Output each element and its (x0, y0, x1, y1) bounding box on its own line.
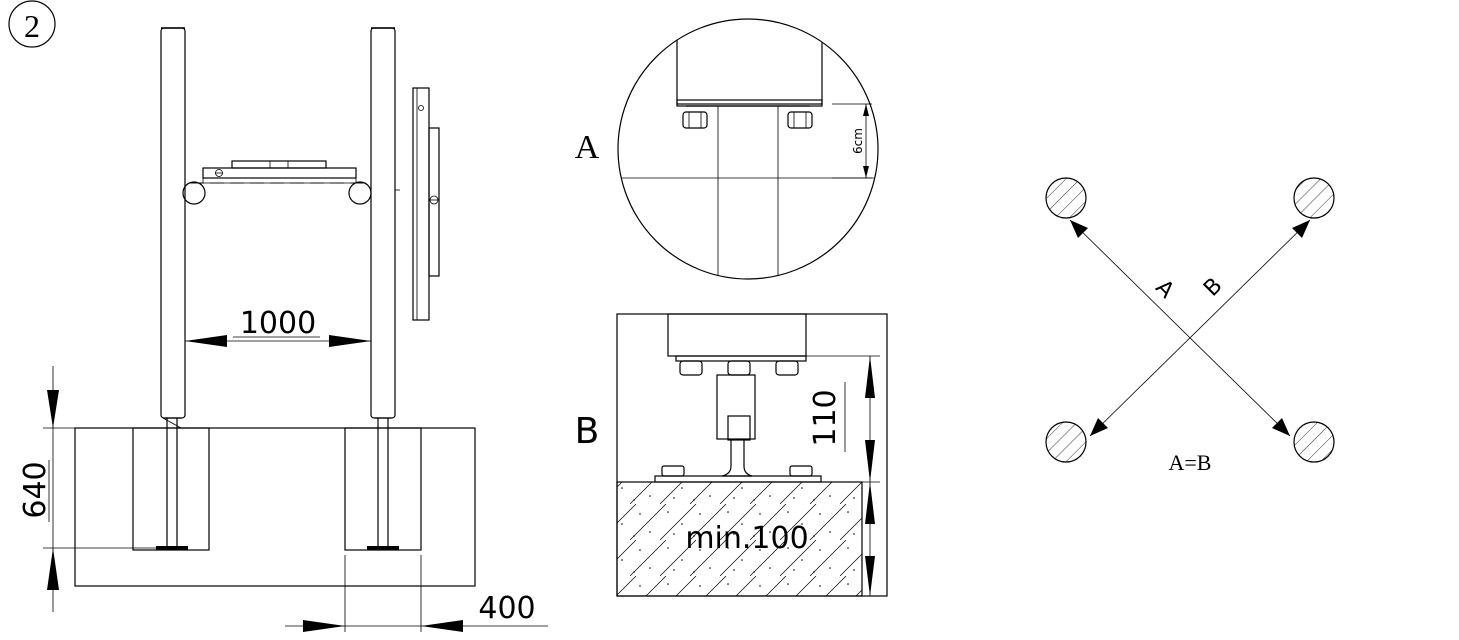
step-circle (8, 0, 56, 48)
concrete-area (616, 481, 863, 597)
dim-640: 640 (18, 366, 156, 612)
crossbar-assembly (182, 160, 372, 205)
detail-a: 6cm A (575, 18, 879, 280)
dim-1000: 1000 (185, 306, 371, 347)
diagonal-a (1069, 219, 1291, 437)
dim-1000-label: 1000 (240, 306, 316, 341)
detail-b-label: B (575, 411, 600, 452)
plan-view: A B A=B (1045, 177, 1335, 475)
front-view: 1000 640 400 (18, 27, 548, 632)
post-right (367, 27, 399, 550)
detail-a-circle (617, 18, 879, 280)
detail-a-label: A (575, 129, 600, 166)
detail-a-dim: 6cm (851, 128, 865, 154)
dim-640-label: 640 (18, 461, 53, 518)
dim-400: 400 (285, 555, 548, 632)
post-hole-top-left (1045, 177, 1087, 219)
detail-b-height: 110 (808, 389, 843, 446)
post-left (156, 27, 188, 550)
plan-equation: A=B (1169, 450, 1212, 475)
footing-hole-right (344, 427, 422, 551)
step-number: 2 (24, 8, 40, 44)
footing-hole-left (132, 427, 210, 551)
post-hole-bottom-right (1293, 421, 1335, 463)
post-hole-bottom-left (1045, 421, 1087, 463)
diagonal-b-label: B (1199, 273, 1227, 301)
side-panel (395, 87, 440, 321)
dim-400-label: 400 (478, 591, 535, 626)
step-badge: 2 (8, 0, 56, 48)
diagonal-b (1089, 219, 1311, 437)
diagonal-a-label: A (1150, 275, 1178, 303)
post-hole-top-right (1293, 177, 1335, 219)
detail-b: 110 min.100 B (575, 313, 888, 597)
foundation-block (74, 427, 476, 587)
detail-b-concrete: min.100 (685, 521, 808, 556)
